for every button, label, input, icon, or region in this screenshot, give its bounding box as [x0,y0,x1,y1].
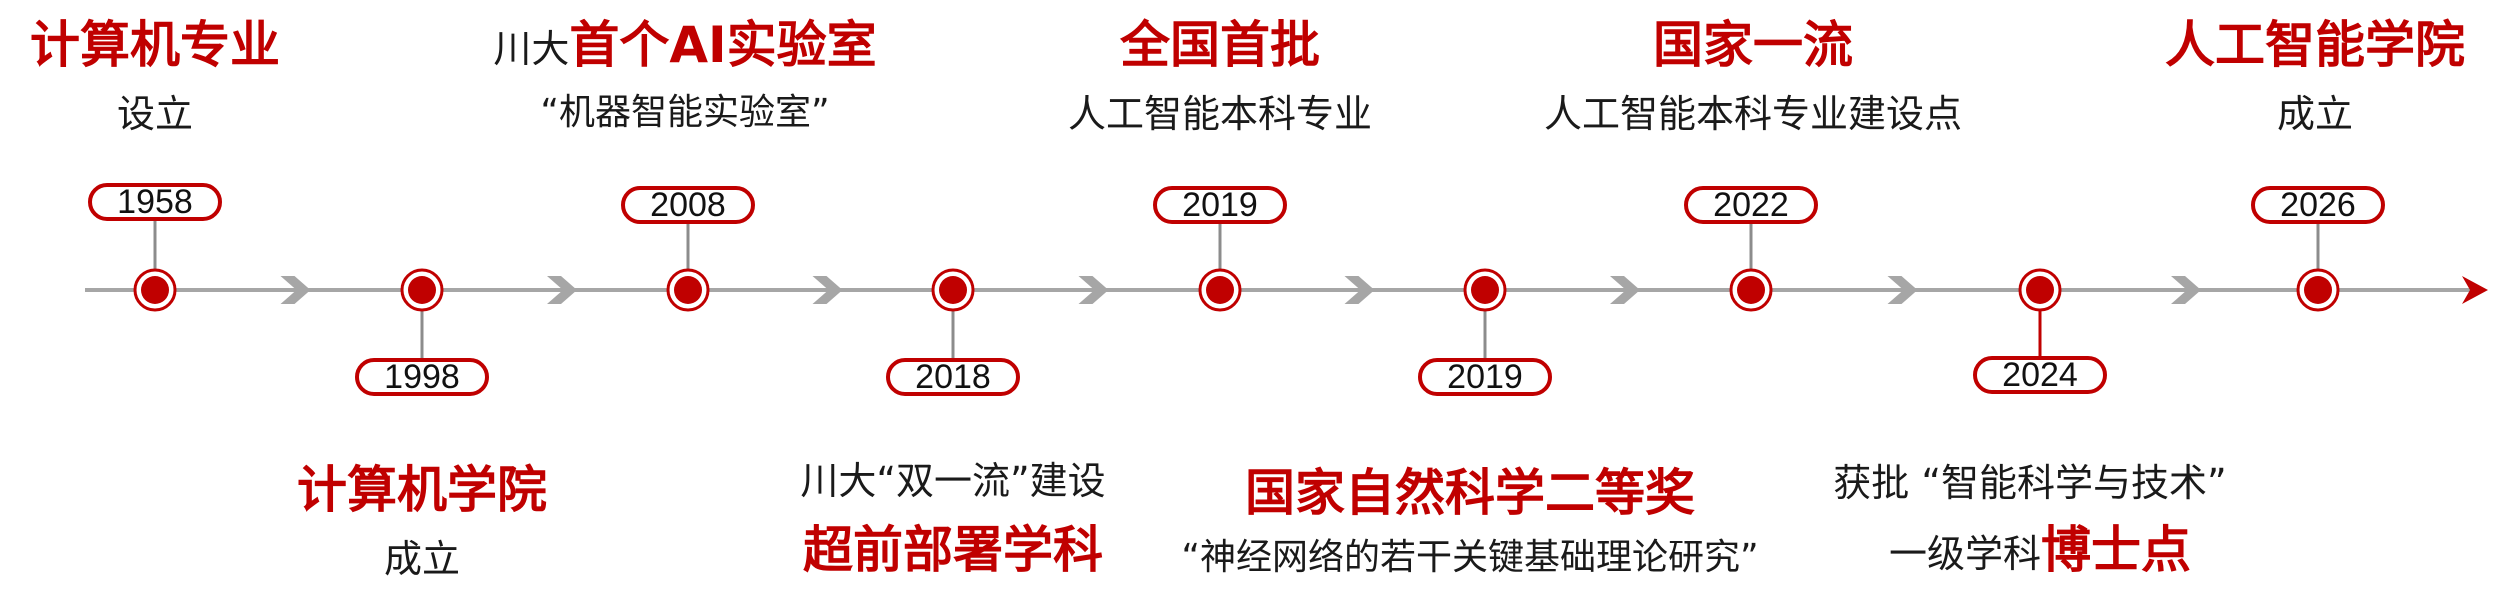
chevron-right-icon [1344,276,1375,304]
chevron-right-icon [2171,276,2201,304]
milestone-2024-title: 博士点 [2041,521,2192,579]
milestone-2019a-year: 2019 [1153,186,1287,224]
chevron-right-icon [812,276,843,304]
milestone-2024-title-line: 一级学科博士点 [1889,525,2191,575]
milestone-2008-title-line: 川大首个AI实验室 [493,20,876,70]
milestone-1958-year: 1958 [88,183,222,221]
milestone-node-dot-2 [674,276,702,304]
milestone-2019b-title: 国家自然科学二等奖 [1245,464,1695,522]
milestone-1998-year: 1998 [355,358,489,396]
chevron-right-icon [1887,276,1918,304]
axis-arrow-icon [2462,276,2488,304]
milestone-1998-title: 计算机学院 [297,461,547,519]
chevron-right-icon [280,276,311,304]
milestone-2022-title: 国家一流 [1653,16,1853,74]
milestone-node-dot-3 [939,276,967,304]
milestone-2026-title: 人工智能学院 [2165,16,2465,74]
milestone-2022-year: 2022 [1684,186,1818,224]
milestone-node-dot-1 [408,276,436,304]
milestone-1998-desc: 成立 [383,537,461,581]
milestone-2026-year: 2026 [2251,186,2385,224]
milestone-node-dot-4 [1206,276,1234,304]
milestone-node-dot-7 [2026,276,2054,304]
chevron-right-icon [1078,276,1109,304]
milestone-2008-title: 首个AI实验室 [569,16,877,74]
chevron-right-icon [1610,276,1640,304]
milestone-2008-desc: “机器智能实验室” [540,92,830,133]
chevron-right-icon [547,276,577,304]
milestone-node-dot-0 [141,276,169,304]
milestone-1958-title: 计算机专业 [30,16,280,74]
milestone-2018-title: 超前部署学科 [803,521,1103,579]
milestone-1958-desc: 设立 [116,92,194,136]
milestone-node-dot-8 [2304,276,2332,304]
milestone-2024-desc: 获批 “智能科学与技术” [1833,461,2227,505]
milestone-2019b-year: 2019 [1418,358,1552,396]
milestone-2026-desc: 成立 [2276,92,2354,136]
milestone-2022-desc: 人工智能本科专业建设点 [1543,92,1963,136]
milestone-2019a-title: 全国首批 [1120,16,1320,74]
milestone-node-dot-5 [1471,276,1499,304]
milestone-2024-year: 2024 [1973,356,2107,394]
milestone-node-dot-6 [1737,276,1765,304]
milestone-2008-title-prefix: 川大 [493,27,570,71]
milestone-2008-year: 2008 [621,186,755,224]
milestone-2024-title-prefix: 一级学科 [1888,532,2042,576]
milestone-2019b-desc: “神经网络的若干关键基础理论研究” [1181,537,1759,578]
milestone-2018-desc: 川大“双一流”建设 [800,459,1106,503]
milestone-2018-year: 2018 [886,358,1020,396]
milestone-2019a-desc: 人工智能本科专业 [1067,92,1373,136]
